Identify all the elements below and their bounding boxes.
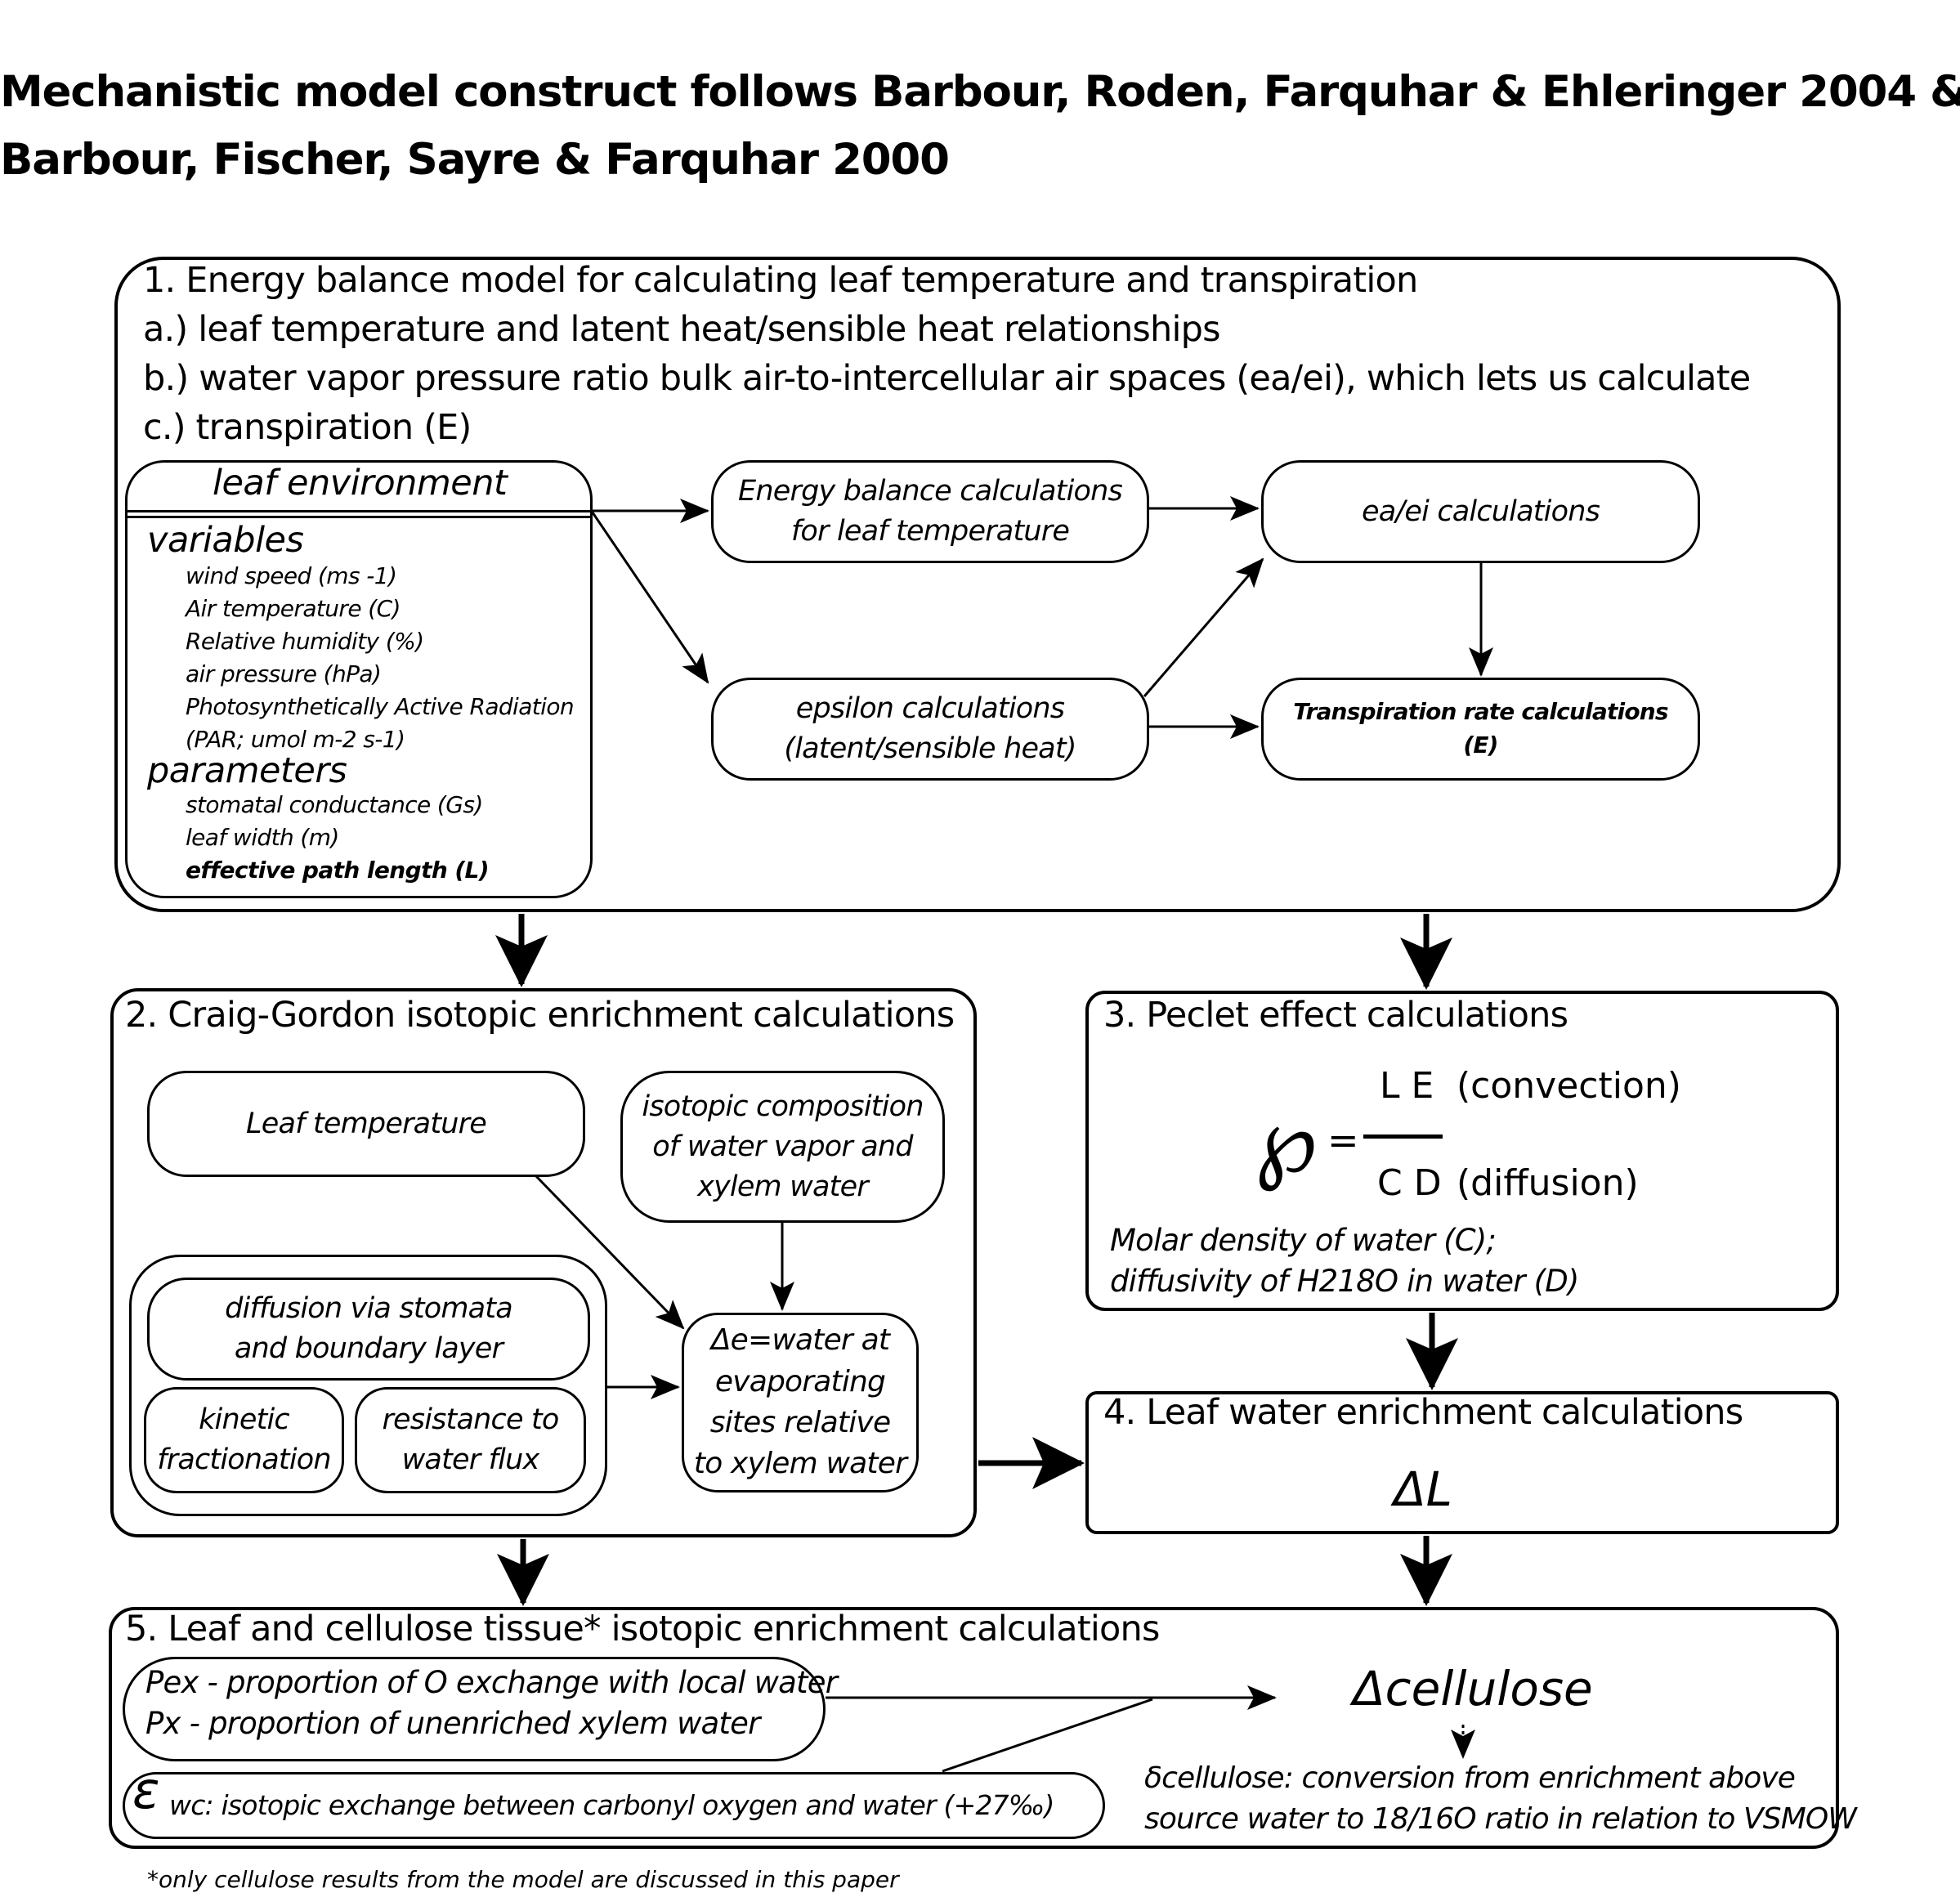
parameter-item: stomatal conductance (Gs)	[186, 791, 483, 818]
eaei-label: ea/ei calculations	[1361, 495, 1600, 528]
energy-balance-box	[114, 257, 1841, 912]
leaf-environment-divider-2	[125, 516, 593, 518]
parameters-label: parameters	[147, 750, 347, 791]
arrow-leaftemp-to-deltae	[534, 1174, 685, 1330]
kinetic-line: kinetic	[199, 1403, 290, 1436]
eaei-node: ea/ei calculations	[1261, 460, 1700, 563]
diffusion-line: diffusion via stomata	[225, 1292, 513, 1325]
ewc-label: wc: isotopic exchange between carbonyl o…	[169, 1789, 1054, 1821]
peclet-numerator: L E	[1380, 1065, 1434, 1107]
parameter-item: leaf width (m)	[186, 824, 339, 851]
delta-cellulose-label: Δcellulose	[1353, 1661, 1593, 1716]
leaf-environment-box	[125, 460, 593, 898]
px-label: Px - proportion of unenriched xylem wate…	[145, 1706, 760, 1741]
leaf-environment-title: leaf environment	[213, 463, 508, 503]
delta-e-line: Δe=water at	[710, 1323, 890, 1358]
transpiration-line: (E)	[1463, 732, 1498, 759]
arrow-epsilon-to-eaei	[1143, 557, 1264, 697]
isotopic-composition-node: isotopic composition of water vapor and …	[620, 1071, 945, 1223]
diagram-title-line-2: Barbour, Fischer, Sayre & Farquhar 2000	[0, 135, 950, 185]
diffusion-label: (diffusion)	[1457, 1162, 1639, 1204]
epsilon-line: epsilon calculations	[795, 692, 1065, 725]
arrow-leafenv-to-epsilon	[591, 512, 709, 684]
diffusion-group	[129, 1255, 607, 1516]
dcellulose-line-2: source water to 18/16O ratio in relation…	[1144, 1802, 1857, 1836]
variables-label: variables	[147, 520, 304, 561]
leaf-environment-divider	[125, 510, 593, 512]
pex-label: Pex - proportion of O exchange with loca…	[145, 1665, 838, 1700]
variable-item: Air temperature (C)	[186, 595, 401, 622]
energy-balance-node: Energy balance calculations for leaf tem…	[711, 460, 1149, 563]
epsilon-node: epsilon calculations (latent/sensible he…	[711, 678, 1149, 781]
box3-heading: 3. Peclet effect calculations	[1103, 995, 1568, 1036]
cellulose-box	[109, 1607, 1839, 1849]
box1-line-c: c.) transpiration (E)	[143, 407, 472, 448]
box1-heading: 1. Energy balance model for calculating …	[143, 260, 1418, 301]
isotopic-composition-line: of water vapor and	[652, 1130, 913, 1163]
isotopic-composition-line: xylem water	[697, 1170, 869, 1203]
kinetic-fractionation-node: kinetic fractionation	[144, 1387, 344, 1493]
box1-line-a: a.) leaf temperature and latent heat/sen…	[143, 309, 1221, 350]
delta-e-line: sites relative	[709, 1406, 891, 1439]
peclet-box	[1085, 991, 1839, 1311]
box4-heading: 4. Leaf water enrichment calculations	[1103, 1392, 1743, 1433]
ewc-node	[123, 1772, 1105, 1839]
box5-heading: 5. Leaf and cellulose tissue* isotopic e…	[125, 1609, 1160, 1649]
fraction-bar	[1363, 1134, 1443, 1139]
diffusion-line: and boundary layer	[234, 1332, 503, 1365]
parameter-item-bold: effective path length (L)	[186, 857, 490, 884]
delta-e-line: to xylem water	[693, 1447, 907, 1481]
isotopic-composition-line: isotopic composition	[642, 1090, 924, 1123]
delta-e-line: evaporating	[714, 1364, 886, 1398]
energy-balance-line: Energy balance calculations	[738, 475, 1123, 508]
variable-item: wind speed (ms -1)	[186, 562, 397, 589]
peclet-note-1: Molar density of water (C);	[1110, 1223, 1497, 1258]
pex-px-node	[123, 1657, 826, 1761]
resistance-node: resistance to water flux	[355, 1387, 586, 1493]
diffusion-node: diffusion via stomata and boundary layer	[147, 1278, 590, 1381]
variable-item: Photosynthetically Active Radiation	[186, 693, 575, 720]
epsilon-line: (latent/sensible heat)	[784, 732, 1076, 765]
delta-e-node: Δe=water at evaporating sites relative t…	[682, 1313, 919, 1492]
transpiration-node: Transpiration rate calculations (E)	[1261, 678, 1700, 781]
leaf-temperature-label: Leaf temperature	[246, 1107, 487, 1140]
diagram-title-line-1: Mechanistic model construct follows Barb…	[0, 67, 1960, 117]
connector-ewc	[942, 1698, 1153, 1773]
dcellulose-line-1: δcellulose: conversion from enrichment a…	[1144, 1761, 1796, 1795]
leaf-temperature-node: Leaf temperature	[147, 1071, 585, 1177]
box2-heading: 2. Craig-Gordon isotopic enrichment calc…	[125, 995, 955, 1036]
kinetic-line: fractionation	[157, 1443, 331, 1476]
variable-item: (PAR; umol m-2 s-1)	[186, 726, 405, 753]
resistance-line: water flux	[401, 1443, 540, 1476]
leaf-water-box	[1085, 1391, 1839, 1534]
energy-balance-line: for leaf temperature	[790, 515, 1070, 548]
equals-sign: =	[1327, 1118, 1359, 1162]
variable-item: Relative humidity (%)	[186, 628, 424, 655]
delta-l-symbol: ΔL	[1394, 1461, 1452, 1517]
peclet-symbol: ℘	[1255, 1088, 1318, 1193]
transpiration-line: Transpiration rate calculations	[1293, 698, 1668, 726]
resistance-line: resistance to	[382, 1403, 559, 1436]
variable-item: air pressure (hPa)	[186, 660, 382, 687]
convection-label: (convection)	[1457, 1065, 1681, 1107]
peclet-note-2: diffusivity of H218O in water (D)	[1110, 1264, 1579, 1299]
epsilon-symbol: ε	[132, 1761, 160, 1820]
box1-line-b: b.) water vapor pressure ratio bulk air-…	[143, 358, 1751, 399]
peclet-denominator: C D	[1377, 1162, 1442, 1204]
craig-gordon-box	[110, 988, 977, 1537]
